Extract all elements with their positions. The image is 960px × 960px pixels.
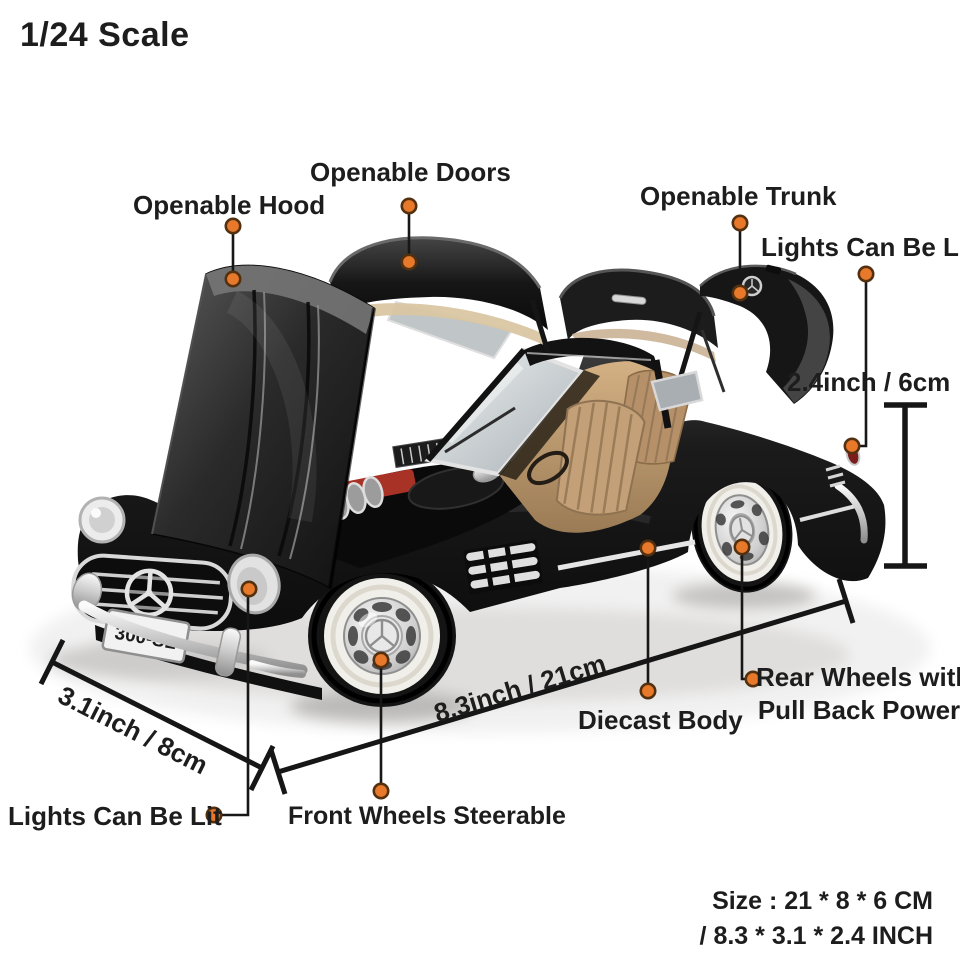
quarter-window xyxy=(650,370,704,412)
rear-bumperette xyxy=(834,482,868,544)
callout-openable-doors: Openable Doors xyxy=(310,157,511,187)
callout-lights-front: Lights Can Be Lit xyxy=(8,801,222,831)
front-bumper xyxy=(78,600,308,676)
callout-openable-trunk: Openable Trunk xyxy=(640,181,837,211)
rocker-chrome-strip xyxy=(557,539,696,571)
interior xyxy=(498,361,693,533)
dimension-height-label: 2.4inch / 6cm xyxy=(787,367,951,397)
leader-lights-front xyxy=(221,596,250,817)
dimension-marks xyxy=(38,402,927,795)
hood xyxy=(151,264,376,590)
front-wheel xyxy=(308,565,456,707)
callout-lights-rear: Lights Can Be Lit xyxy=(761,232,960,262)
callout-diecast-body: Diecast Body xyxy=(578,705,743,735)
windshield xyxy=(424,347,586,477)
side-rear-chrome xyxy=(463,444,868,595)
wiper xyxy=(444,406,516,454)
roof xyxy=(524,337,704,429)
scale-label: 1/24 Scale xyxy=(20,16,190,54)
leader-lights-rear xyxy=(860,281,868,448)
height-measure xyxy=(884,402,927,569)
callout-front-wheels: Front Wheels Steerable xyxy=(288,802,566,830)
size-summary-line1: Size : 21 * 8 * 6 CM xyxy=(712,887,933,915)
seat xyxy=(555,399,646,516)
steering-wheel xyxy=(527,450,569,486)
callout-openable-hood: Openable Hood xyxy=(133,190,326,220)
size-summary-line2: / 8.3 * 3.1 * 2.4 INCH xyxy=(699,922,933,950)
length-measure xyxy=(268,578,856,795)
mercedes-star-icon xyxy=(124,568,174,618)
side-vent xyxy=(463,539,544,595)
width-measure xyxy=(38,638,276,792)
callout-rear-wheels-line2: Pull Back Power xyxy=(757,695,960,725)
callout-dots xyxy=(205,197,875,824)
trunk-lid xyxy=(699,264,834,404)
callout-rear-wheels-line1: Rear Wheels with xyxy=(756,662,960,692)
near-gullwing-door xyxy=(328,236,551,360)
size-summary: Size : 21 * 8 * 6 CM / 8.3 * 3.1 * 2.4 I… xyxy=(700,884,933,954)
callout-rear-wheels: Rear Wheels with Pull Back Power xyxy=(756,661,960,727)
